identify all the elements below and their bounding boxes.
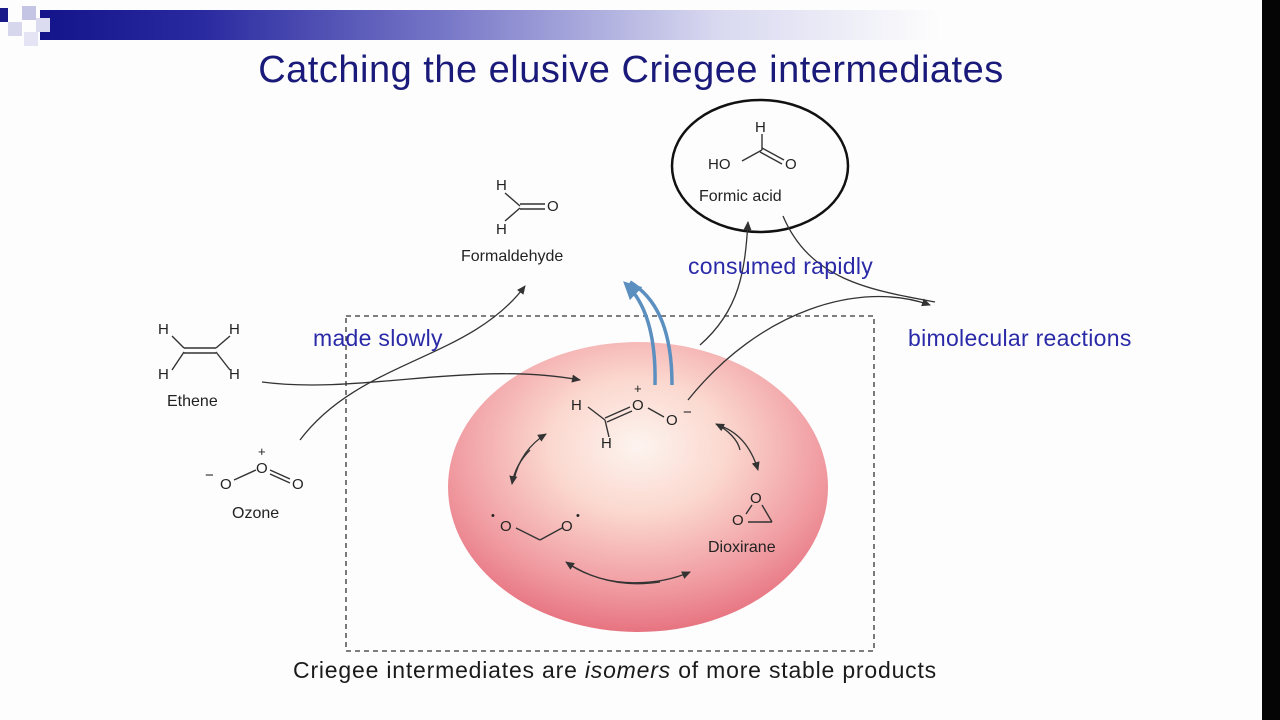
bimolecular-reactions-annotation: bimolecular reactions bbox=[908, 325, 1132, 351]
formaldehyde-h-top: H bbox=[496, 177, 507, 194]
caption-end: of more stable products bbox=[678, 657, 937, 683]
decomposition-arrow bbox=[623, 281, 657, 386]
formaldehyde-o: O bbox=[547, 198, 559, 215]
formic-acid-ho: HO bbox=[708, 156, 731, 173]
banner-square bbox=[22, 6, 36, 20]
bisoxy-to-criegee-arrow bbox=[513, 433, 547, 481]
banner-square bbox=[24, 32, 38, 46]
ethene-bonds bbox=[171, 335, 231, 371]
ozone-label: Ozone bbox=[232, 505, 280, 522]
bisoxy-dot: • bbox=[491, 510, 495, 522]
ozone-to-formaldehyde-arrow bbox=[299, 285, 526, 441]
title-banner bbox=[40, 10, 940, 40]
ozone-o-left: O bbox=[220, 476, 232, 493]
made-slowly-annotation: made slowly bbox=[313, 325, 443, 351]
dioxirane-ring bbox=[745, 504, 773, 523]
formic-acid-h: H bbox=[755, 119, 766, 136]
ozone-o-right: O bbox=[292, 476, 304, 493]
decomposition-arrows bbox=[623, 280, 674, 386]
dioxirane-o-left: O bbox=[732, 512, 744, 529]
formic-acid-bonds bbox=[741, 134, 785, 165]
screen-border bbox=[1262, 0, 1280, 720]
formaldehyde-bonds bbox=[504, 192, 545, 222]
bisoxy-bonds bbox=[515, 527, 563, 541]
criegee-o-center: O bbox=[632, 397, 644, 414]
formic-acid-circle bbox=[670, 98, 850, 234]
caption-start: Criegee intermediates are bbox=[293, 657, 578, 683]
bisoxy-o-right: O bbox=[561, 518, 573, 535]
dioxirane-to-criegee-arrow bbox=[715, 423, 741, 451]
formic-acid-label: Formic acid bbox=[699, 188, 782, 205]
ethene-to-criegee-arrow bbox=[261, 373, 581, 386]
ozone-plus: + bbox=[258, 444, 266, 459]
ozone-bonds bbox=[233, 469, 291, 484]
criegee-minus: − bbox=[683, 404, 692, 421]
dioxirane-label: Dioxirane bbox=[708, 539, 776, 556]
ozone-minus: − bbox=[205, 467, 214, 484]
ethene-h: H bbox=[229, 366, 240, 383]
bisoxy-dot: • bbox=[576, 510, 580, 522]
criegee-to-formic-acid-arrow bbox=[699, 221, 752, 346]
banner-square bbox=[0, 8, 8, 22]
ethene-h: H bbox=[158, 321, 169, 338]
ethene-h: H bbox=[229, 321, 240, 338]
consumed-rapidly-annotation: consumed rapidly bbox=[688, 253, 874, 279]
banner-square bbox=[36, 18, 50, 32]
ethene-h: H bbox=[158, 366, 169, 383]
ethene-label: Ethene bbox=[167, 393, 218, 410]
criegee-bonds bbox=[587, 406, 665, 438]
criegee-sphere bbox=[448, 342, 828, 632]
formic-acid-o: O bbox=[785, 156, 797, 173]
banner-square bbox=[8, 22, 22, 36]
criegee-o-terminal: O bbox=[666, 412, 678, 429]
criegee-to-bisoxy-arrow bbox=[509, 449, 531, 485]
ozone-o-center: O bbox=[256, 460, 268, 477]
dioxirane-to-bisoxy-arrow bbox=[565, 561, 661, 585]
formaldehyde-label: Formaldehyde bbox=[461, 248, 564, 265]
formic-to-bimolecular-arrow bbox=[782, 215, 936, 303]
formaldehyde-h-bottom: H bbox=[496, 221, 507, 238]
decomposition-arrow bbox=[629, 280, 674, 386]
criegee-plus: + bbox=[634, 381, 642, 396]
criegee-to-bimolecular-arrow bbox=[687, 295, 931, 401]
dioxirane-o-top: O bbox=[750, 490, 762, 507]
reaction-arrows bbox=[261, 215, 936, 585]
dashed-boundary bbox=[345, 315, 875, 652]
criegee-h-bottom: H bbox=[601, 435, 612, 452]
slide-caption: Criegee intermediates are isomers of mor… bbox=[0, 657, 1230, 684]
caption-emphasis: isomers bbox=[584, 657, 671, 683]
bisoxy-o-left: O bbox=[500, 518, 512, 535]
slide-title: Catching the elusive Criegee intermediat… bbox=[258, 49, 1004, 91]
criegee-h-top: H bbox=[571, 397, 582, 414]
